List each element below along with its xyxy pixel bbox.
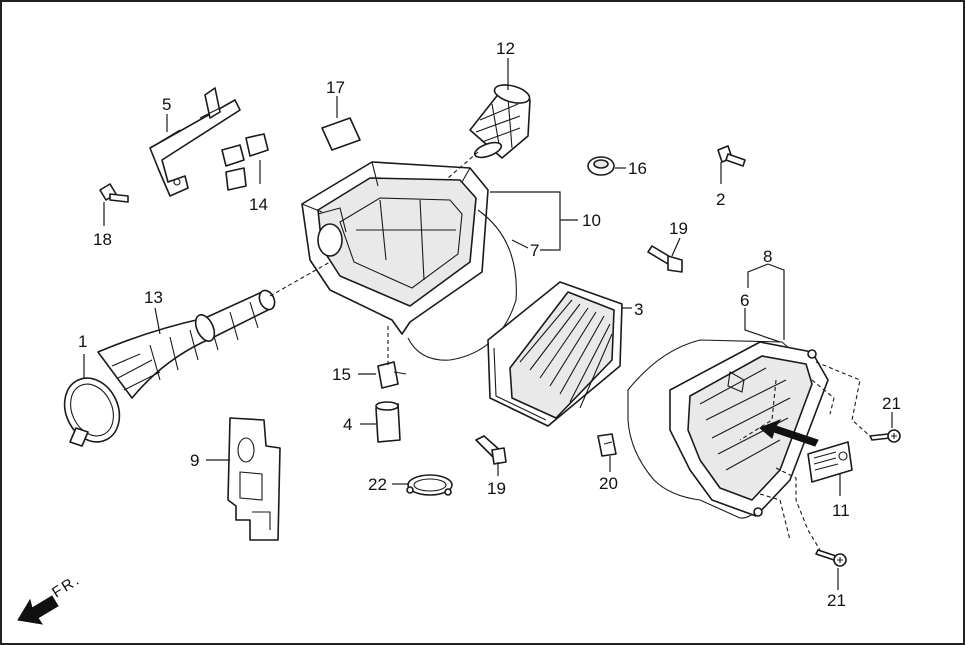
assembly-dashed-lines [269, 151, 871, 551]
callout-17: 17 [326, 78, 345, 97]
part-14-clips [221, 133, 269, 191]
callout-12: 12 [496, 39, 515, 58]
installation-direction-arrow-icon [759, 418, 819, 447]
front-direction-arrow-icon [17, 595, 59, 625]
callout-4: 4 [343, 415, 352, 434]
callout-19-lower: 19 [487, 479, 506, 498]
part-5-mounting-bracket [149, 87, 241, 197]
part-19-bolt-lower [475, 435, 507, 465]
part-21-screw-upper [869, 429, 901, 443]
callout-5: 5 [162, 95, 171, 114]
callout-13: 13 [144, 288, 163, 307]
callout-numbers: 1 2 3 4 5 6 7 8 9 10 11 12 13 14 15 16 1… [78, 39, 901, 610]
part-15-clip [377, 361, 407, 389]
callout-7: 7 [530, 241, 539, 260]
callout-22: 22 [368, 475, 387, 494]
callout-11: 11 [832, 501, 850, 520]
part-13-intake-duct [97, 289, 276, 399]
part-12-intake-tube [469, 84, 531, 159]
part-22-clamp-ring [406, 474, 453, 496]
part-20-nut [597, 433, 617, 457]
part-11-caution-label [807, 441, 853, 483]
callout-16: 16 [628, 159, 647, 178]
part-4-drain-tube [375, 401, 401, 443]
callout-21-lower: 21 [827, 591, 846, 610]
callout-6: 6 [740, 291, 749, 310]
part-3-air-filter-element [487, 281, 623, 427]
callout-15: 15 [332, 365, 351, 384]
part-19-bolt-upper [647, 245, 683, 273]
callout-9: 9 [190, 451, 199, 470]
callout-2: 2 [716, 190, 725, 209]
part-2-bolt [717, 145, 746, 167]
callout-19-upper: 19 [669, 219, 688, 238]
leader-lines [83, 58, 893, 590]
callout-3: 3 [634, 300, 643, 319]
part-16-grommet [587, 156, 615, 176]
part-8-air-cleaner-cover [669, 341, 829, 517]
callout-10: 10 [582, 211, 601, 230]
callout-14: 14 [249, 195, 268, 214]
callout-21-upper: 21 [882, 394, 901, 413]
callout-1: 1 [78, 332, 87, 351]
part-21-screw-lower [815, 549, 847, 567]
part-1-hose-clamp [63, 377, 121, 447]
part-17-label [321, 117, 361, 151]
part-9-gasket-plate [227, 417, 281, 541]
callout-18: 18 [93, 230, 112, 249]
callout-8: 8 [763, 247, 772, 266]
part-10-air-cleaner-case [301, 161, 489, 335]
callout-20: 20 [599, 474, 618, 493]
part-18-bolt [99, 183, 129, 203]
